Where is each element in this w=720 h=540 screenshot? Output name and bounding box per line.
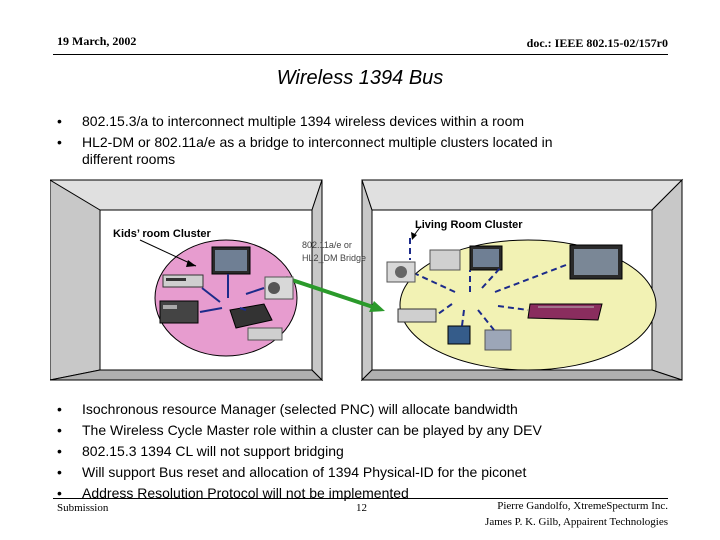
stereo-device-icon — [162, 274, 204, 288]
settop-box-device-icon — [527, 303, 603, 321]
bridge-label-line2: HL2_DM Bridge — [302, 253, 366, 263]
footer-submission: Submission — [57, 502, 109, 514]
bullet-dot: • — [57, 422, 62, 438]
living-cluster-label: Living Room Cluster — [415, 219, 523, 231]
tv-device-icon — [469, 245, 503, 271]
device-link-arrow — [497, 305, 529, 311]
tv-device-icon — [211, 246, 251, 275]
footer-page-number: 12 — [356, 502, 367, 514]
kids-cluster-label: Kids’ room Cluster — [113, 228, 212, 240]
header-doc-id: doc.: IEEE 802.15-02/157r0 — [526, 36, 668, 50]
bullet-text: Address Resolution Protocol will not be … — [82, 485, 409, 501]
bullet-dot: • — [57, 134, 62, 150]
device-link-arrow — [494, 264, 567, 293]
bullet-text: 802.15.3/a to interconnect multiple 1394… — [82, 113, 525, 129]
device-link-arrow — [199, 307, 223, 313]
device-link-arrow — [415, 273, 456, 293]
vcr-device-icon — [397, 308, 437, 323]
arrowhead — [411, 232, 417, 240]
device-link-arrow — [477, 309, 495, 331]
device-link-arrow — [481, 265, 503, 289]
speaker-device-icon — [484, 329, 512, 351]
bullet-text: Will support Bus reset and allocation of… — [82, 464, 527, 480]
camcorder-device-icon — [264, 276, 294, 300]
large-tv-device-icon — [569, 244, 623, 280]
vcr-device-icon — [159, 300, 199, 324]
bullet-item: • Address Resolution Protocol will not b… — [57, 485, 677, 502]
arrowhead — [186, 260, 196, 267]
device-link-arrow — [245, 287, 265, 295]
bullet-text: 802.15.3 1394 CL will not support bridgi… — [82, 443, 344, 459]
cluster-diagram: Kids’ room Cluster Living Room Cluster 8… — [50, 178, 684, 382]
header-date: 19 March, 2002 — [57, 34, 137, 48]
arrowhead — [369, 301, 385, 312]
header-rule — [53, 54, 668, 55]
slide-title: Wireless 1394 Bus — [276, 67, 444, 89]
bullet-text: HL2-DM or 802.11a/e as a bridge to inter… — [82, 134, 553, 150]
bullet-dot: • — [57, 443, 62, 459]
bullet-dot: • — [57, 464, 62, 480]
bullet-dot: • — [57, 113, 62, 129]
bullet-item: • The Wireless Cycle Master role within … — [57, 422, 677, 439]
bridge-label-line1: 802.11a/e or — [302, 240, 352, 250]
disc-player-device-icon — [247, 327, 283, 341]
device-link-arrow — [201, 287, 221, 303]
footer-rule — [53, 498, 668, 499]
footer-author-2: James P. K. Gilb, Appairent Technologies — [485, 516, 668, 528]
bullet-item: • 802.15.3 1394 CL will not support brid… — [57, 443, 677, 460]
footer-author-1: Pierre Gandolfo, XtremeSpecturm Inc. — [497, 500, 668, 512]
bullet-text: Isochronous resource Manager (selected P… — [82, 401, 518, 417]
device-link-arrow — [239, 307, 247, 311]
kids-cluster-area — [154, 239, 298, 357]
bullet-item: • Isochronous resource Manager (selected… — [57, 401, 677, 418]
device-link-arrow — [437, 303, 453, 315]
bullet-item: • Will support Bus reset and allocation … — [57, 464, 677, 481]
pc-device-icon — [447, 325, 471, 345]
camera-device-icon — [386, 261, 416, 283]
device-link-arrow — [461, 309, 465, 327]
bullet-item: • HL2-DM or 802.11a/e as a bridge to int… — [57, 134, 677, 168]
bridge-link-arrow — [285, 276, 377, 310]
bullet-dot: • — [57, 401, 62, 417]
camcorder-device-icon — [429, 249, 461, 271]
kids-label-pointer — [139, 239, 197, 267]
bullet-text: The Wireless Cycle Master role within a … — [82, 422, 542, 438]
game-console-device-icon — [229, 303, 273, 329]
bullet-text-continued: different rooms — [82, 151, 176, 167]
bullet-item: • 802.15.3/a to interconnect multiple 13… — [57, 113, 677, 130]
bullet-dot: • — [57, 485, 62, 501]
